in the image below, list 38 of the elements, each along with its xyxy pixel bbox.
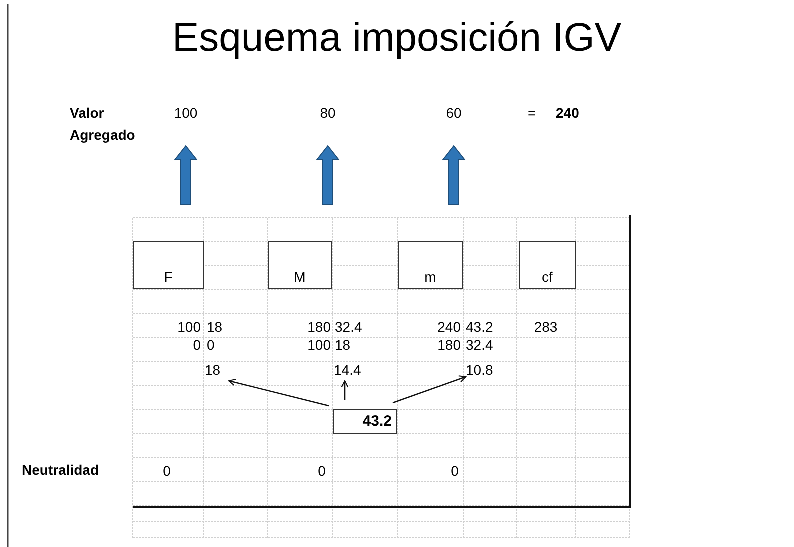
cell-value: 18 [335, 336, 351, 354]
cell-value: 0 [207, 336, 215, 354]
cell-value: 180 [308, 318, 331, 336]
cell-value: 0 [451, 462, 459, 480]
stage-box: cf [519, 241, 576, 289]
equals-sign: = [528, 104, 536, 122]
cell-value: 32.4 [335, 318, 362, 336]
cell-value: 0 [163, 462, 171, 480]
cell-value: 283 [534, 318, 558, 336]
cell-value: 0 [193, 336, 201, 354]
total-value: 240 [556, 104, 580, 122]
cell-value: 0 [318, 462, 326, 480]
block-arrow [316, 145, 340, 206]
arrow [341, 380, 349, 400]
row-label: Valor Agregado [70, 104, 136, 145]
cell-value: 43.2 [466, 318, 494, 336]
value-added-amount: 80 [314, 103, 342, 123]
value-added-amount: 60 [440, 103, 468, 123]
arrow [392, 376, 467, 404]
cell-value: 32.4 [466, 336, 494, 354]
block-arrow [442, 145, 466, 206]
tax-amount: 14.4 [334, 361, 366, 379]
cell-value: 100 [178, 318, 201, 336]
total-tax-box: 43.2 [333, 409, 397, 434]
tax-amount: 10.8 [466, 361, 498, 379]
title: Esquema imposición IGV [171, 15, 623, 62]
stage-box: m [398, 241, 463, 289]
block-arrow [174, 145, 198, 206]
stage-box: M [268, 241, 332, 289]
row-label: Neutralidad [22, 461, 100, 479]
tax-amount: 18 [205, 361, 227, 379]
cell-value: 100 [308, 336, 331, 354]
cell-value: 180 [438, 336, 461, 354]
cell-value: 240 [438, 318, 461, 336]
cell-value: 18 [207, 318, 223, 336]
value-added-amount: 100 [168, 103, 204, 123]
arrow [228, 378, 330, 407]
stage-box: F [133, 241, 204, 289]
